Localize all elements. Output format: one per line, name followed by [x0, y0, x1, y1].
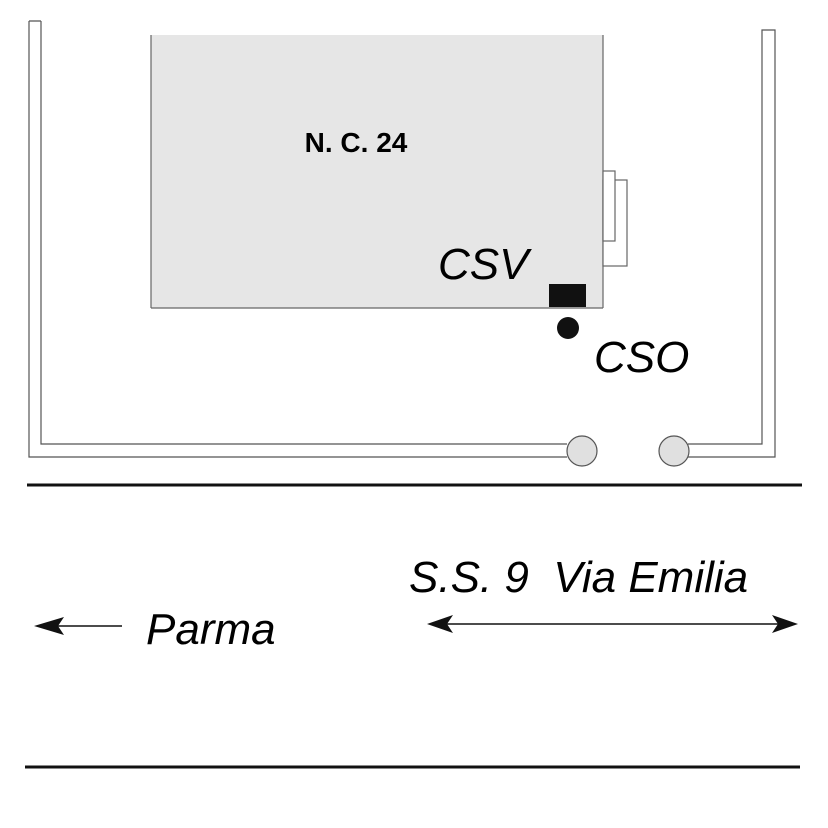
gate-post-left: [566, 435, 598, 467]
cso-label: CSO: [594, 333, 689, 382]
road-name: S.S. 9 Via Emilia: [409, 553, 748, 602]
building-annex-inner: [602, 170, 616, 242]
csv-marker: [549, 284, 586, 307]
building-label: N. C. 24: [305, 127, 408, 158]
building: N. C. 24: [150, 35, 628, 309]
parma-label: Parma: [146, 605, 276, 654]
left-fence: [28, 20, 567, 458]
road-double-arrow: [427, 615, 798, 633]
cso-marker: [557, 317, 579, 339]
parma-arrow: [34, 617, 122, 635]
gate-post-right: [658, 435, 690, 467]
right-fence: [688, 29, 776, 458]
csv-label: CSV: [438, 240, 532, 289]
